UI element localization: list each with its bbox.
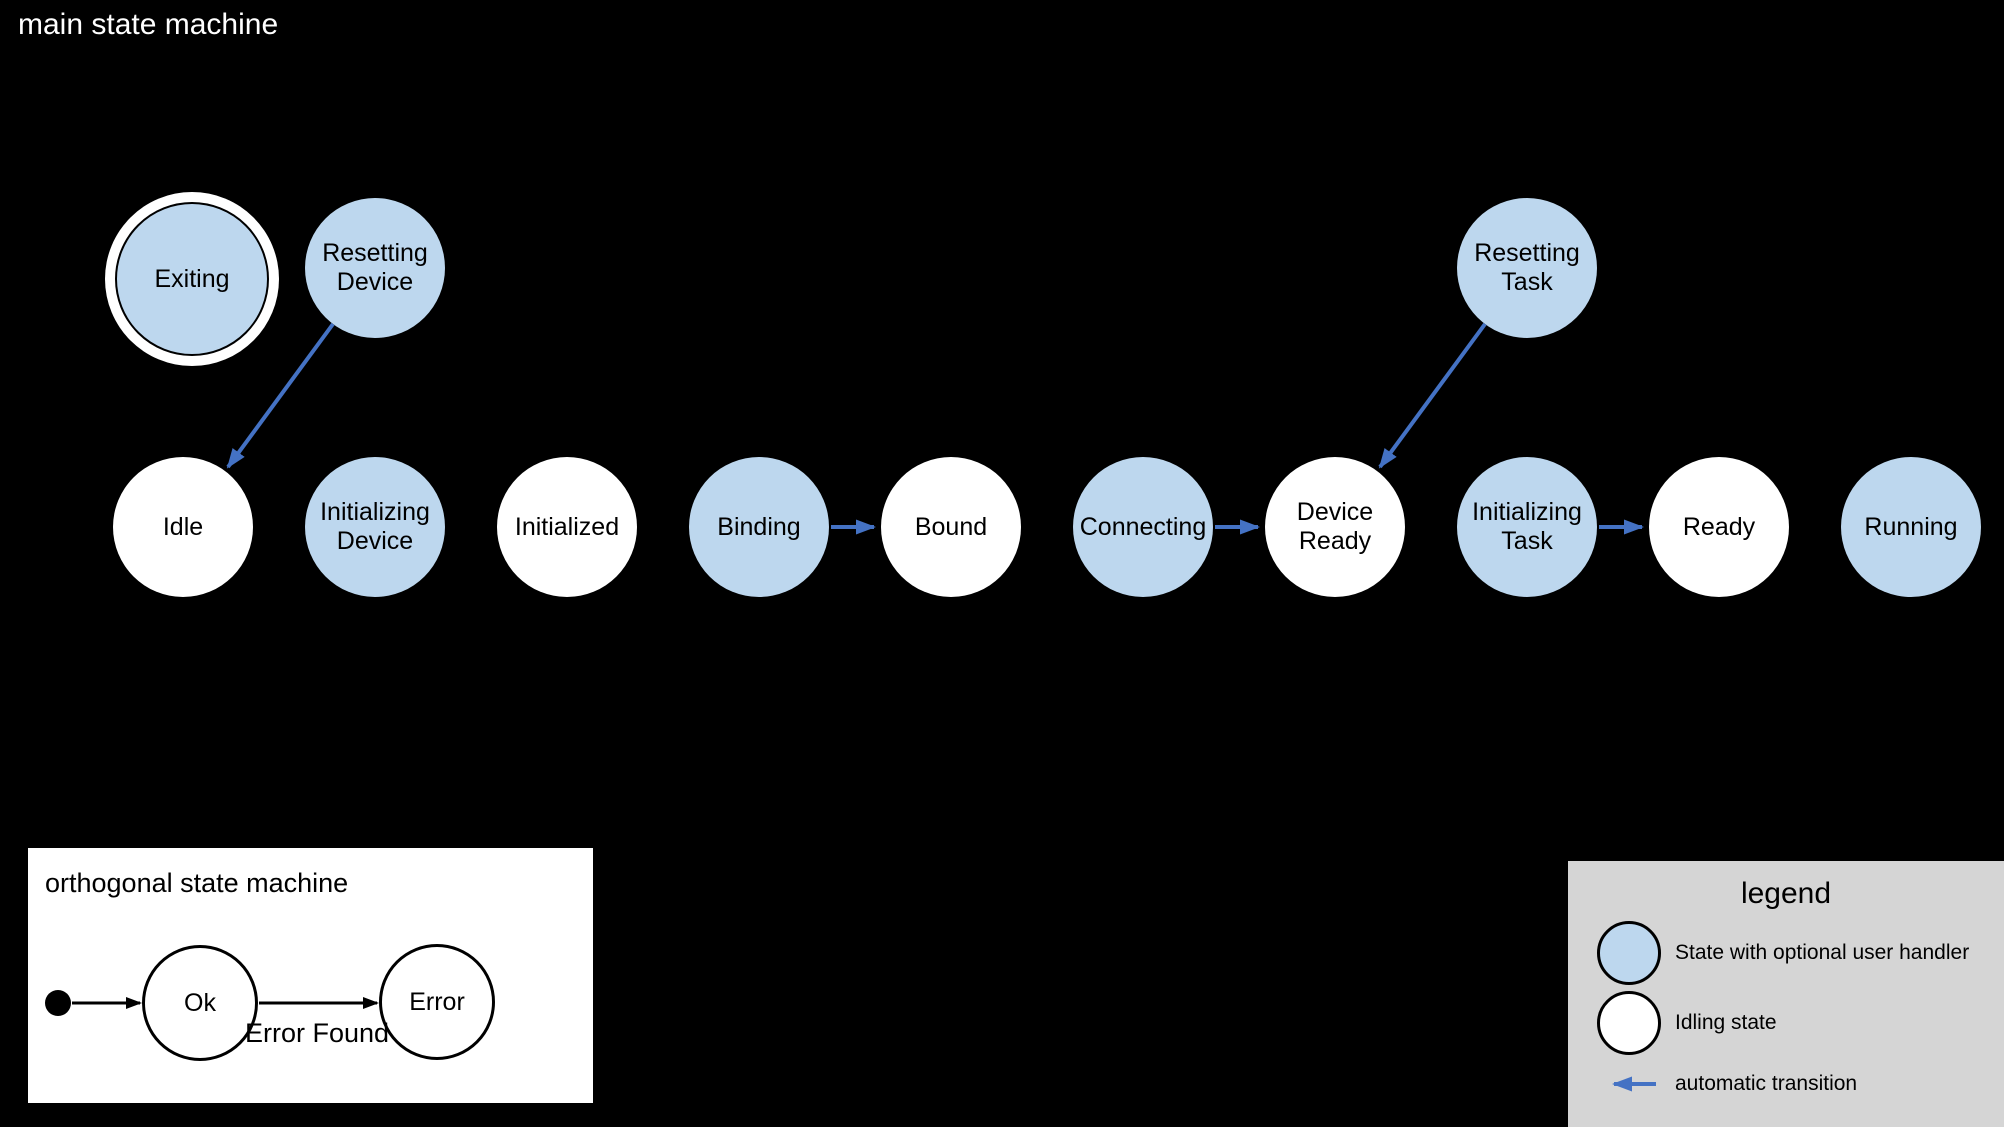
state-resetting-device: Resetting Device — [305, 198, 445, 338]
state-label: Error — [409, 987, 465, 1016]
state-label: Idle — [162, 512, 204, 541]
state-initialized: Initialized — [497, 457, 637, 597]
state-label: Running — [1864, 512, 1958, 541]
state-label: Initialized — [514, 512, 620, 541]
state-label: Initializing Task — [1472, 498, 1582, 555]
legend-item-label: automatic transition — [1675, 1072, 1858, 1095]
state-label: Initializing Device — [320, 498, 430, 555]
state-label: Resetting Device — [322, 239, 428, 296]
state-label: Device Ready — [1296, 498, 1374, 555]
state-exiting: Exiting — [115, 202, 269, 356]
state-error: Error — [379, 944, 495, 1060]
state-bound: Bound — [881, 457, 1021, 597]
user-handler-state-swatch-icon — [1597, 921, 1661, 985]
idling-state-swatch-icon — [1597, 991, 1661, 1055]
orthogonal-machine-title: orthogonal state machine — [45, 868, 349, 898]
state-idle: Idle — [113, 457, 253, 597]
state-label: Bound — [914, 512, 988, 541]
transition-resetting-task-to-device-ready — [1378, 322, 1487, 469]
state-label: Binding — [717, 512, 801, 541]
state-label: Exiting — [154, 264, 230, 293]
transition-resetting-device-to-idle — [226, 322, 335, 469]
state-device-ready: Device Ready — [1265, 457, 1405, 597]
orthogonal-machine-panel: orthogonal state machine Ok Error Error … — [28, 848, 593, 1103]
state-label: Ready — [1682, 512, 1756, 541]
legend-item: State with optional user handler — [1597, 921, 1969, 985]
main-machine-title: main state machine — [18, 8, 279, 41]
transition-label-error-found: Error Found — [244, 1018, 390, 1048]
state-ok: Ok — [142, 945, 258, 1061]
legend-panel: legend State with optional user handler … — [1568, 861, 2004, 1127]
legend-title: legend — [1740, 877, 1832, 910]
state-ready: Ready — [1649, 457, 1789, 597]
state-label: Connecting — [1079, 512, 1207, 541]
state-label: Resetting Task — [1474, 239, 1580, 296]
state-initializing-device: Initializing Device — [305, 457, 445, 597]
legend-item: automatic transition — [1598, 1068, 1857, 1100]
state-initializing-task: Initializing Task — [1457, 457, 1597, 597]
legend-item: Idling state — [1597, 991, 1777, 1055]
state-binding: Binding — [689, 457, 829, 597]
state-running: Running — [1841, 457, 1981, 597]
state-connecting: Connecting — [1073, 457, 1213, 597]
legend-item-label: Idling state — [1675, 1011, 1777, 1034]
automatic-transition-arrow-icon — [1612, 1076, 1656, 1092]
legend-item-label: State with optional user handler — [1675, 941, 1970, 964]
state-label: Ok — [184, 988, 216, 1017]
state-resetting-task: Resetting Task — [1457, 198, 1597, 338]
